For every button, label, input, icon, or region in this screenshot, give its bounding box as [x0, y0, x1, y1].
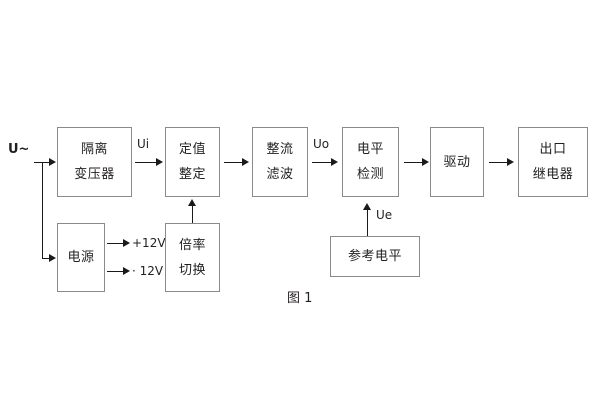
block-line: 滤波 — [266, 167, 294, 182]
arrow-reference-to-level-icon — [362, 203, 371, 210]
block-output-relay[interactable]: 出口 继电器 — [518, 127, 588, 197]
block-drive[interactable]: 驱动 — [430, 127, 484, 197]
input-voltage-label: U~ — [8, 142, 30, 157]
block-rectify-filter[interactable]: 整流 滤波 — [252, 127, 308, 197]
rail-positive-label: +12V — [132, 236, 166, 250]
rail-negative-label: · 12V — [132, 264, 164, 278]
block-line: 电源 — [67, 250, 95, 265]
transformer-to-setting-line — [135, 162, 157, 163]
arrow-level-to-drive-icon — [422, 157, 429, 166]
block-setting-value[interactable]: 定值 整定 — [165, 127, 220, 197]
block-line: 切换 — [178, 262, 206, 278]
figure-caption: 图 1 — [287, 291, 313, 306]
drive-to-relay-line — [489, 162, 508, 163]
block-multiplier-switch[interactable]: 倍率 切换 — [165, 223, 220, 292]
input-branch-vertical — [42, 162, 43, 258]
reference-to-level-line — [367, 210, 368, 236]
block-line: 继电器 — [532, 167, 574, 182]
arrow-setting-to-rectify-icon — [242, 157, 249, 166]
input-to-power-line — [42, 258, 50, 259]
block-line: 参考电平 — [347, 249, 402, 264]
rectify-to-level-line — [312, 162, 332, 163]
block-line: 倍率 — [178, 237, 206, 253]
arrow-rail-negative-icon — [123, 266, 130, 275]
input-to-transformer-line — [42, 162, 50, 163]
block-power-supply[interactable]: 电源 — [57, 223, 105, 292]
arrow-rectify-to-level-icon — [331, 157, 338, 166]
signal-label-uo: Uo — [313, 137, 330, 151]
block-line: 整流 — [266, 142, 294, 157]
rail-negative-line — [107, 271, 124, 272]
arrow-input-to-power-icon — [49, 253, 56, 262]
level-to-drive-line — [404, 162, 423, 163]
arrow-drive-to-relay-icon — [507, 157, 514, 166]
block-line: 定值 — [178, 142, 206, 157]
arrow-transformer-to-setting-icon — [156, 157, 163, 166]
block-isolation-transformer[interactable]: 隔离 变压器 — [57, 127, 132, 197]
block-line: 变压器 — [74, 167, 115, 182]
block-line: 电平 — [356, 142, 384, 157]
block-line: 检测 — [356, 167, 384, 182]
rail-positive-line — [107, 243, 124, 244]
input-stub-line — [34, 162, 42, 163]
block-level-detection[interactable]: 电平 检测 — [342, 127, 399, 197]
block-line: 隔离 — [80, 142, 108, 157]
signal-label-ue: Ue — [376, 208, 393, 222]
setting-to-rectify-line — [224, 162, 243, 163]
block-reference-level[interactable]: 参考电平 — [330, 236, 420, 277]
arrow-rail-positive-icon — [123, 238, 130, 247]
arrow-multiplier-to-setting-icon — [187, 199, 196, 206]
signal-label-ui: Ui — [137, 137, 150, 151]
block-line: 出口 — [539, 142, 567, 157]
block-line: 整定 — [178, 167, 206, 182]
arrow-input-to-transformer-icon — [49, 157, 56, 166]
multiplier-to-setting-line — [192, 206, 193, 223]
block-line: 驱动 — [443, 154, 471, 170]
